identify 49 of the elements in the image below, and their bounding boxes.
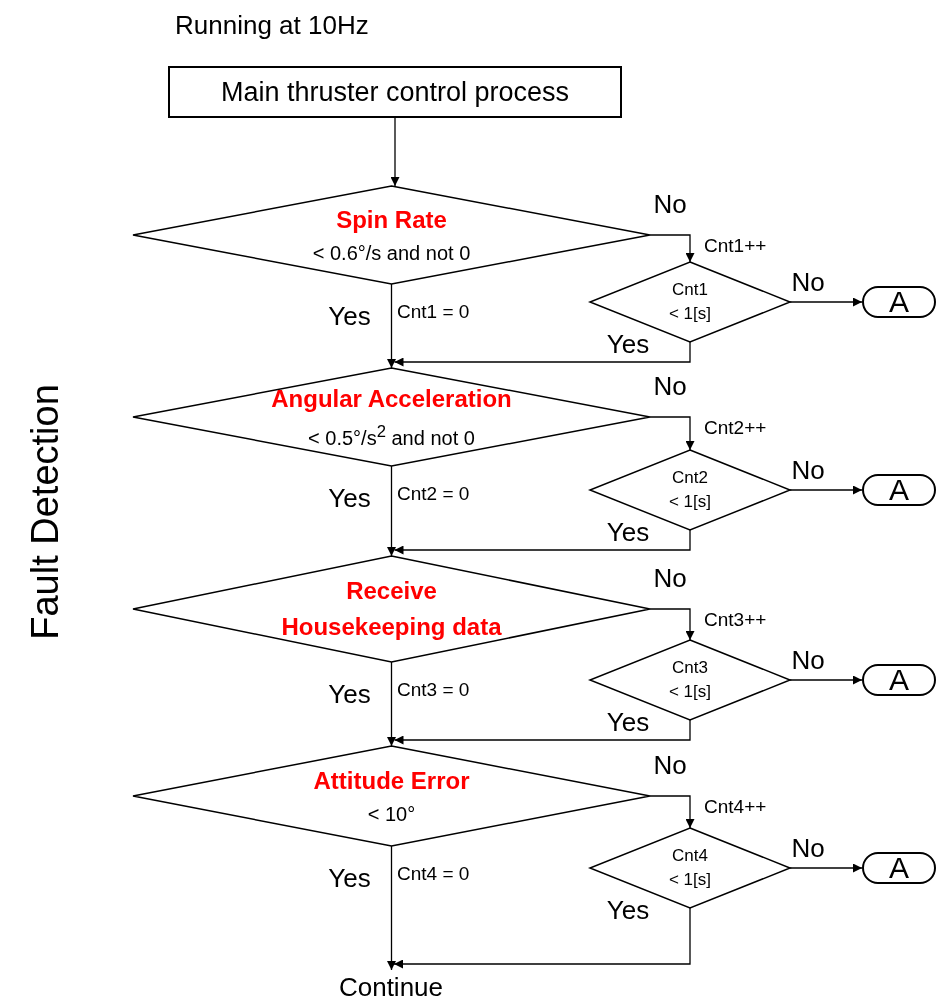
arrow xyxy=(789,297,863,307)
connector-terminal xyxy=(862,286,936,318)
condition-text: Cnt2 < 1[s] xyxy=(667,467,713,513)
arrow xyxy=(789,675,863,685)
arrow xyxy=(387,845,396,971)
connector-terminal xyxy=(862,852,936,884)
side-title: Fault Detection xyxy=(26,384,64,640)
process-label: Main thruster control process xyxy=(220,76,570,108)
arrow xyxy=(649,416,695,451)
arrow xyxy=(390,117,400,187)
condition-title: Receive Housekeeping data xyxy=(280,576,503,642)
connector-terminal xyxy=(862,474,936,506)
arrow xyxy=(393,719,691,745)
counter-note: Cnt1++ xyxy=(704,235,767,255)
counter-note: Cnt4++ xyxy=(704,796,767,816)
arrow xyxy=(789,863,863,873)
condition-title: Spin Rate xyxy=(335,205,448,235)
condition-text: < 10° xyxy=(367,802,416,827)
counter-note: Cnt1 = 0 xyxy=(397,301,470,321)
end-label: Continue xyxy=(338,971,444,1003)
arrow xyxy=(393,907,691,969)
counter-note: Cnt2 = 0 xyxy=(397,483,470,503)
counter-note: Cnt4 = 0 xyxy=(397,863,470,883)
condition-text: Cnt1 < 1[s] xyxy=(667,279,713,325)
arrow xyxy=(387,465,396,557)
arrow xyxy=(387,283,396,369)
connector-terminal xyxy=(862,664,936,696)
counter-note: Cnt2++ xyxy=(704,417,767,437)
connector-letter: A xyxy=(889,851,909,885)
rate-note: Running at 10Hz xyxy=(175,12,369,38)
arrow xyxy=(789,485,863,495)
connector-letter: A xyxy=(889,663,909,697)
arrow xyxy=(387,661,396,747)
connector-letter: A xyxy=(889,285,909,319)
condition-text: Cnt4 < 1[s] xyxy=(667,845,713,891)
counter-note: Cnt3++ xyxy=(704,609,767,629)
connector-letter: A xyxy=(889,473,909,507)
arrow xyxy=(393,341,691,367)
arrow xyxy=(649,608,695,641)
arrow xyxy=(649,234,695,263)
condition-text: < 0.5°/s$^{2}$ and not 0 xyxy=(308,421,475,451)
condition-text: Cnt3 < 1[s] xyxy=(667,657,713,703)
arrow xyxy=(649,795,695,829)
condition-title: Attitude Error xyxy=(312,766,471,796)
condition-title: Angular Acceleration xyxy=(270,384,513,415)
counter-note: Cnt3 = 0 xyxy=(397,679,470,699)
condition-text: < 0.6°/s and not 0 xyxy=(312,241,471,266)
process-box xyxy=(168,66,622,118)
arrow xyxy=(393,529,691,555)
